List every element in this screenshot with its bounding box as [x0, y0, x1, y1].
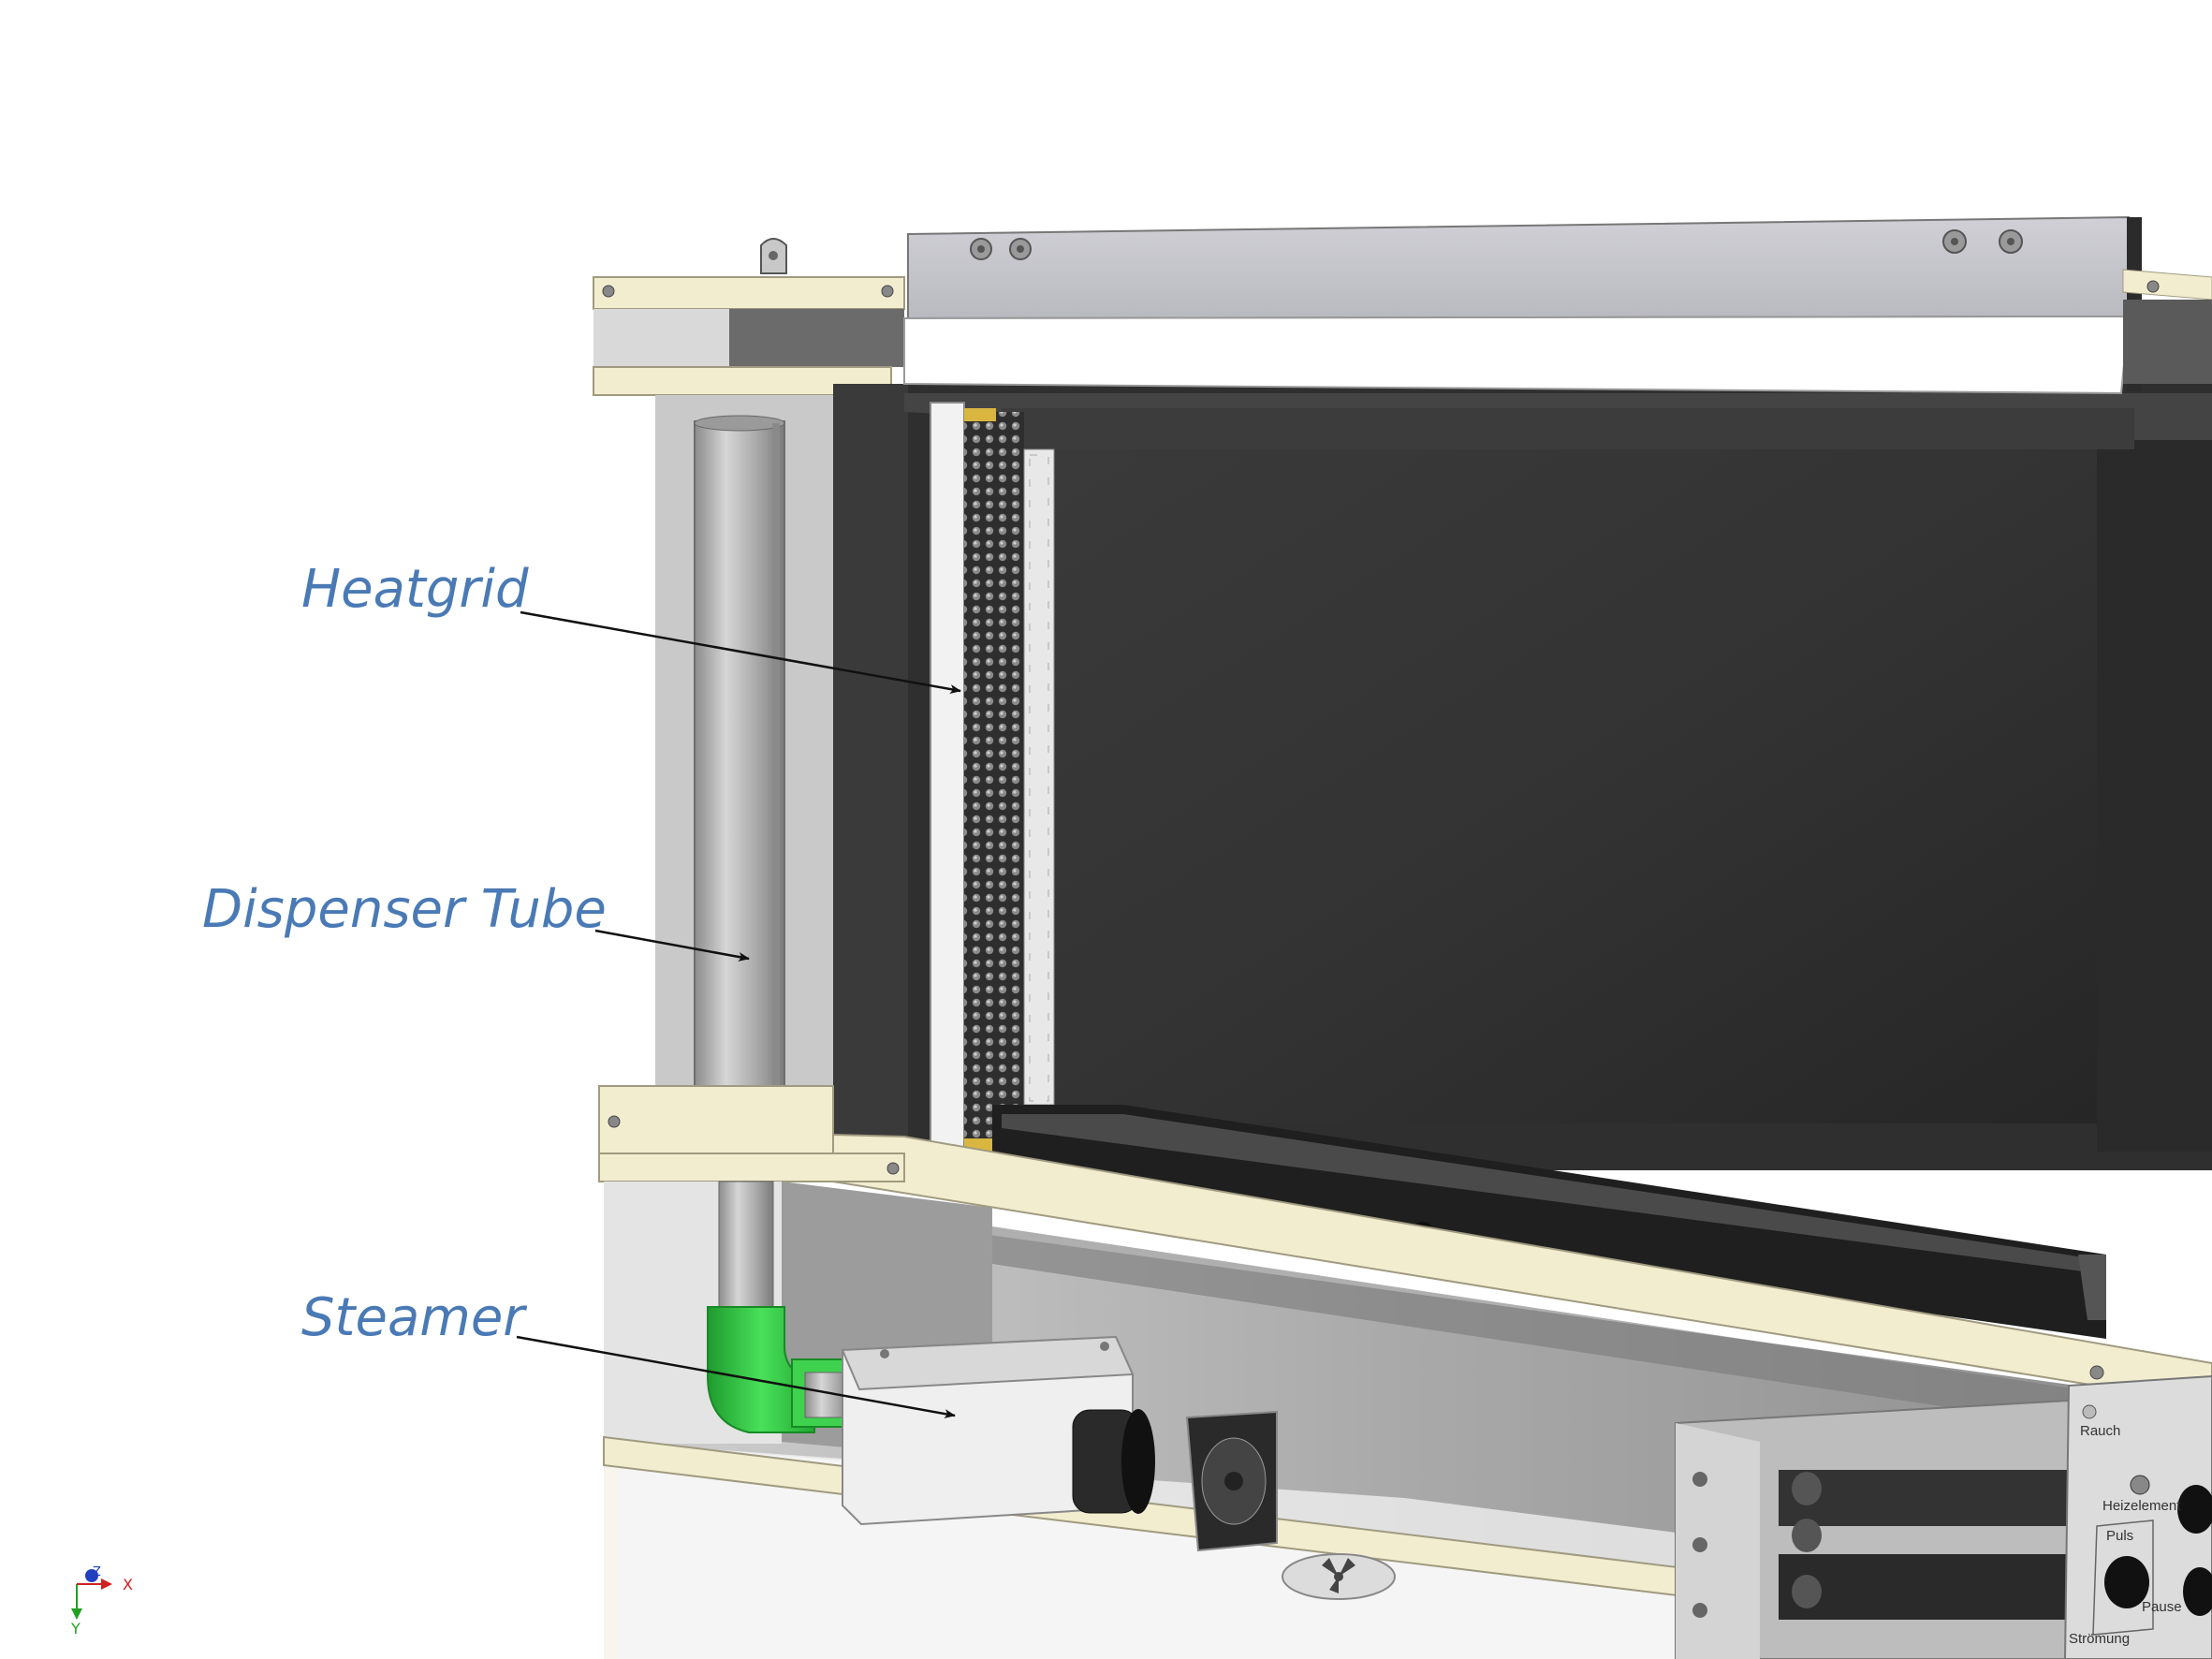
- electronics-box: [1675, 1399, 2078, 1659]
- steamer-assembly: [707, 1181, 1278, 1552]
- callout-arrows: [516, 610, 961, 1418]
- steamer-label: Steamer: [301, 1287, 525, 1348]
- axis-y-label: Y: [71, 1620, 81, 1637]
- dispenser-tube-arrow: [594, 929, 750, 962]
- dispenser-tube: [655, 395, 833, 1119]
- panel-label-heizelement: Heizelement: [2102, 1498, 2181, 1514]
- panel-label-puls: Puls: [2106, 1528, 2134, 1544]
- panel-label-rauch: Rauch: [2080, 1423, 2121, 1439]
- heatgrid-arrow: [520, 610, 961, 694]
- top-lid: [903, 215, 2212, 395]
- dispenser-tube-label: Dispenser Tube: [202, 879, 607, 940]
- panel-label-stroemung: Strömung: [2069, 1631, 2131, 1647]
- middle-shelf: [598, 1085, 2212, 1406]
- heatgrid-label: Heatgrid: [301, 559, 529, 620]
- bottom-rail: [992, 1105, 2106, 1339]
- top-left-ledge: [593, 238, 905, 396]
- axis-x-label: X: [123, 1576, 133, 1593]
- panel-label-pause: Pause: [2142, 1599, 2182, 1615]
- steamer-arrow: [516, 1335, 956, 1418]
- heatgrid: [930, 402, 1055, 1164]
- axis-triad: [71, 1569, 112, 1620]
- main-housing: [833, 384, 2212, 1170]
- control-panel: [2063, 1374, 2212, 1659]
- axis-z-label: Z: [93, 1565, 101, 1579]
